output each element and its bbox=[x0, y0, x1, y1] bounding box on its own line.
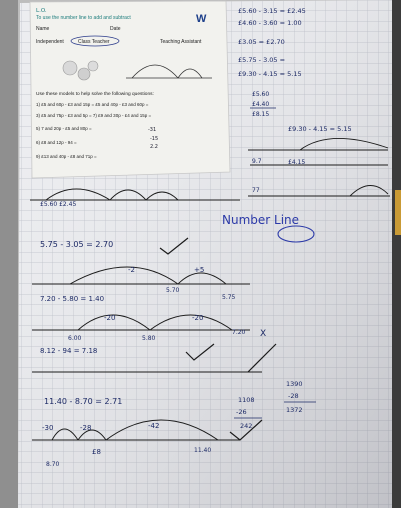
stacked-working: £5.60 £4.40 £8.15 bbox=[250, 91, 276, 118]
pencil-edge bbox=[395, 190, 401, 235]
side-calculation: 1108 -26 242 bbox=[234, 396, 262, 430]
check-mark bbox=[185, 343, 215, 361]
tick-label: 5.80 bbox=[142, 335, 156, 342]
jump-arc bbox=[51, 428, 79, 441]
equation-4: 8.12 - 94 = 7.18 bbox=[40, 347, 97, 355]
jump-arc bbox=[69, 266, 179, 285]
jump-arc bbox=[145, 191, 179, 201]
top-right-answers: £5.60 - 3.15 = £2.45 £4.60 - 3.60 = 1.00… bbox=[238, 7, 306, 78]
margin-note: -15 bbox=[150, 136, 158, 142]
name-label: Name bbox=[36, 26, 50, 32]
tick-label: 5.75 bbox=[222, 294, 236, 301]
lo-line-1: L.O. bbox=[36, 8, 47, 14]
far-calculation: 1390 -28 1372 bbox=[284, 380, 316, 414]
line-label: £5.60 £2.45 bbox=[40, 201, 76, 208]
cross-mark: X bbox=[260, 329, 266, 339]
jump-arc bbox=[299, 138, 389, 151]
jump-label: -30 bbox=[42, 424, 53, 432]
tick-label: 5.70 bbox=[166, 287, 180, 294]
jump-arc bbox=[45, 188, 111, 201]
jump-label: -20 bbox=[104, 314, 115, 322]
jump-label: -42 bbox=[148, 422, 159, 430]
margin-note: -31 bbox=[148, 127, 156, 133]
jump-label: -2 bbox=[128, 266, 135, 274]
answer-line: £5.60 - 3.15 = £2.45 bbox=[238, 7, 306, 15]
number-line-title: Number Line bbox=[222, 213, 299, 227]
jump-label: -28 bbox=[80, 424, 91, 432]
row-independent: Independent bbox=[36, 39, 64, 45]
calc-value: -26 bbox=[236, 408, 247, 416]
coin-picture bbox=[87, 60, 99, 72]
answer-line: £9.30 - 4.15 = 5.15 bbox=[238, 70, 302, 78]
working-value: £4.40 bbox=[252, 101, 269, 108]
jump-label: +5 bbox=[194, 266, 204, 274]
jump-arc bbox=[149, 314, 233, 331]
calc-value: 1108 bbox=[238, 396, 255, 404]
jump-arc bbox=[105, 419, 219, 441]
model-jump bbox=[177, 68, 203, 79]
left-edge bbox=[0, 0, 18, 508]
tick-label: 7.20 bbox=[232, 329, 246, 336]
equation-3: 7.20 - 5.80 = 1.40 bbox=[40, 295, 104, 303]
row-class-teacher: Class Teacher bbox=[78, 39, 110, 45]
check-mark bbox=[229, 419, 263, 441]
tick-label: £8 bbox=[92, 448, 101, 456]
check-mark bbox=[159, 237, 189, 255]
jump-arc bbox=[77, 314, 151, 331]
equation-5: 11.40 - 8.70 = 2.71 bbox=[44, 397, 122, 406]
calc-value: -28 bbox=[288, 392, 299, 400]
working-value: £8.15 bbox=[252, 111, 269, 118]
circled-label bbox=[70, 35, 120, 47]
tick-label: 6.00 bbox=[68, 335, 82, 342]
jump-arc bbox=[109, 189, 147, 201]
question-5: 5) 7 and 20p - £5 and 80p = bbox=[36, 126, 92, 131]
instruction: Use these models to help solve the follo… bbox=[36, 91, 154, 97]
right-equation: £9.30 - 4.15 = 5.15 bbox=[288, 125, 352, 133]
equation-2: 5.75 - 3.05 = 2.70 bbox=[40, 240, 113, 249]
answer-line: £3.05 = £2.70 bbox=[238, 38, 285, 46]
answer-line: £4.60 - 3.60 = 1.00 bbox=[238, 19, 302, 27]
model-jump bbox=[131, 64, 179, 79]
margin-note: 2.2 bbox=[150, 144, 158, 150]
printed-worksheet: L.O. To use the number line to add and s… bbox=[29, 0, 231, 179]
lo-line-2: To use the number line to add and subtra… bbox=[36, 15, 131, 21]
working-value: £5.60 bbox=[252, 91, 269, 98]
coin-picture bbox=[62, 60, 78, 76]
right-line-label: £4.15 bbox=[288, 159, 305, 166]
calc-value: 1390 bbox=[286, 380, 303, 388]
date-label: Date bbox=[110, 26, 121, 32]
circled-word bbox=[277, 225, 315, 243]
answer-line: £5.75 - 3.05 = bbox=[238, 56, 285, 64]
question-9: 9) £13 and 40p - £8 and 71p = bbox=[36, 154, 97, 159]
row-teaching-assistant: Teaching Assistant bbox=[160, 39, 202, 45]
jump-arc bbox=[177, 272, 227, 285]
check-mark bbox=[247, 343, 277, 373]
tick-label: 11.40 bbox=[194, 447, 211, 454]
coin-picture bbox=[77, 67, 91, 81]
question-3: 3) £5 and 75p - £3 and 5p = 7) £9 and 30… bbox=[36, 113, 151, 118]
right-edge bbox=[390, 0, 401, 508]
line-start-label: 77 bbox=[252, 187, 260, 194]
calc-value: 242 bbox=[240, 422, 252, 430]
tick-label: 8.70 bbox=[46, 461, 60, 468]
line-start-label: 9.7 bbox=[252, 158, 262, 165]
school-logo: W bbox=[196, 13, 207, 25]
jump-label: -20 bbox=[192, 314, 203, 322]
jump-arc bbox=[77, 429, 107, 441]
calc-value: 1372 bbox=[286, 406, 303, 414]
question-6: 6) £8 and 12p - 94 = bbox=[36, 140, 77, 145]
jump-arc bbox=[349, 185, 389, 197]
question-1: 1) £5 and 60p - £3 and 15p = £5 and 40p … bbox=[36, 102, 149, 107]
